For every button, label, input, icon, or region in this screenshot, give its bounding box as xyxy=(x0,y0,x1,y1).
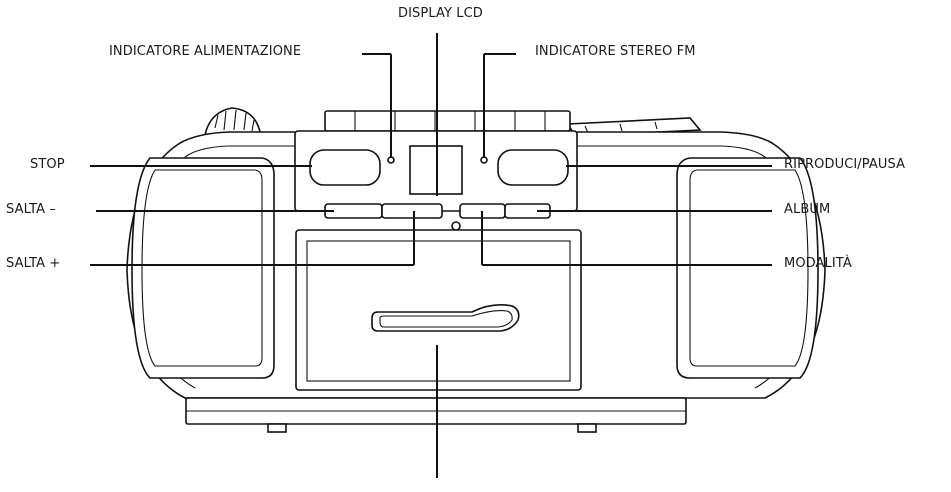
cd-compartment xyxy=(295,229,582,391)
right-speaker xyxy=(676,157,819,379)
tuning-knob xyxy=(203,107,261,136)
center-sensor xyxy=(451,221,461,231)
leader-lines xyxy=(90,33,772,478)
play-pause-button[interactable] xyxy=(497,149,569,186)
lcd-display-label: DISPLAY LCD xyxy=(398,6,483,21)
power-indicator-label: INDICATORE ALIMENTAZIONE xyxy=(109,44,302,59)
skip-plus-button[interactable] xyxy=(381,203,443,219)
mode-label: MODALITÀ xyxy=(784,256,852,271)
stereo-indicator-label: INDICATORE STEREO FM xyxy=(535,44,696,59)
right-speaker-inner xyxy=(689,169,809,367)
stop-button[interactable] xyxy=(309,149,381,186)
left-speaker xyxy=(131,157,275,379)
play-pause-label: RIPRODUCI/PAUSA xyxy=(784,157,906,172)
top-handle xyxy=(324,110,571,132)
album-label: ALBUM xyxy=(784,202,831,217)
skip-plus-label: SALTA + xyxy=(6,256,61,271)
left-speaker-inner xyxy=(141,169,263,367)
stop-label: STOP xyxy=(30,157,65,172)
skip-minus-label: SALTA – xyxy=(6,202,56,217)
